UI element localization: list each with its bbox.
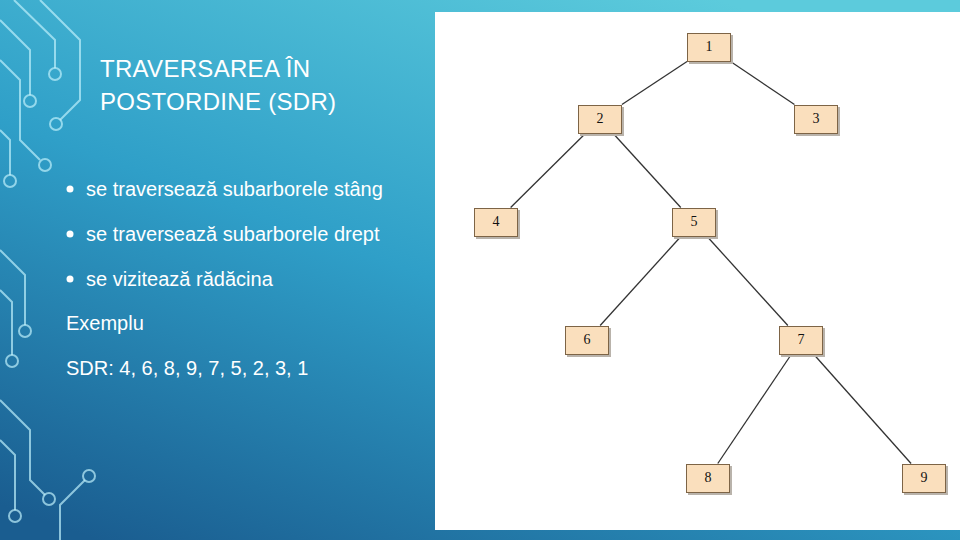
result-text: SDR: 4, 6, 8, 9, 7, 5, 2, 3, 1 bbox=[66, 356, 308, 380]
circuit-dot bbox=[4, 175, 16, 187]
circuit-dot bbox=[9, 510, 21, 522]
bullet-text: se vizitează rădăcina bbox=[86, 267, 273, 291]
bullet bbox=[67, 186, 74, 193]
circuit-line bbox=[60, 480, 85, 540]
tree-node: 7 bbox=[779, 326, 823, 355]
circuit-dot bbox=[39, 159, 51, 171]
node-number: 6 bbox=[584, 332, 591, 348]
circuit-dot bbox=[6, 355, 18, 367]
slide-title: TRAVERSAREA ÎN POSTORDINE (SDR) bbox=[100, 52, 410, 118]
tree-node: 1 bbox=[687, 33, 731, 62]
tree-edge bbox=[814, 355, 911, 464]
bullet-text: se traversează subarborele drept bbox=[86, 222, 380, 246]
circuit-dot bbox=[49, 68, 61, 80]
node-number: 2 bbox=[597, 111, 604, 127]
circuit-dot bbox=[24, 95, 36, 107]
circuit-dot bbox=[19, 325, 31, 337]
bullet bbox=[67, 231, 74, 238]
node-number: 3 bbox=[813, 111, 820, 127]
circuit-line bbox=[0, 440, 15, 510]
node-number: 7 bbox=[798, 332, 805, 348]
node-number: 4 bbox=[493, 214, 500, 230]
bullet bbox=[67, 276, 74, 283]
tree-node: 9 bbox=[902, 464, 946, 493]
circuit-line bbox=[0, 290, 12, 355]
node-number: 1 bbox=[706, 39, 713, 55]
circuit-line bbox=[0, 130, 10, 175]
circuit-line bbox=[40, 0, 80, 120]
tree-node: 6 bbox=[565, 326, 609, 355]
tree-edge bbox=[600, 237, 681, 326]
bullet-text: se traversează subarborele stâng bbox=[86, 177, 383, 201]
circuit-decoration bbox=[0, 0, 95, 540]
node-number: 5 bbox=[691, 214, 698, 230]
circuit-line bbox=[0, 20, 30, 95]
section-label: Exemplu bbox=[66, 311, 144, 335]
tree-edge bbox=[718, 355, 791, 464]
tree-edge bbox=[613, 134, 681, 208]
tree-edge bbox=[731, 62, 795, 105]
tree-edge bbox=[707, 237, 788, 326]
tree-node: 3 bbox=[794, 105, 838, 134]
circuit-dot bbox=[43, 493, 55, 505]
circuit-dot bbox=[50, 118, 62, 130]
circuit-line bbox=[0, 60, 40, 160]
tree-panel bbox=[435, 12, 960, 530]
node-number: 9 bbox=[921, 470, 928, 486]
tree-node: 8 bbox=[686, 464, 730, 493]
tree-node: 5 bbox=[672, 208, 716, 237]
circuit-dot bbox=[83, 470, 95, 482]
tree-edge bbox=[511, 134, 586, 208]
tree-node: 4 bbox=[474, 208, 518, 237]
node-number: 8 bbox=[705, 470, 712, 486]
tree-edge bbox=[622, 62, 687, 105]
bullet-marks bbox=[67, 186, 74, 283]
tree-node: 2 bbox=[578, 105, 622, 134]
